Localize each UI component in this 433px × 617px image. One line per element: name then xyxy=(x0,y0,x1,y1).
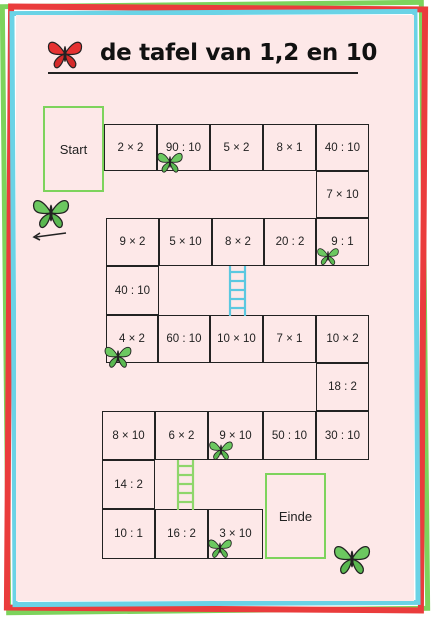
butterfly-green-icon xyxy=(104,346,132,368)
butterfly-green-icon xyxy=(333,546,371,575)
board-cell: 9 × 2 xyxy=(106,218,159,266)
butterfly-red-icon xyxy=(47,41,83,69)
board-cell: 6 × 2 xyxy=(155,411,208,460)
butterfly-green-icon xyxy=(208,539,232,558)
board-cell: 40 : 10 xyxy=(316,124,369,171)
title-underline xyxy=(48,72,358,74)
board-cell: 10 × 10 xyxy=(210,315,263,363)
board-cell: 40 : 10 xyxy=(106,266,159,315)
end-box: Einde xyxy=(265,473,326,559)
page-title: de tafel van 1,2 en 10 xyxy=(100,40,378,66)
ladder-icon xyxy=(176,460,195,510)
butterfly-green-icon xyxy=(317,248,339,265)
board-cell: 90 : 10 xyxy=(157,124,210,171)
board-cell: 10 × 2 xyxy=(316,315,369,363)
board-cell: 8 × 2 xyxy=(212,218,264,266)
start-box: Start xyxy=(43,106,104,192)
arrow-left-icon xyxy=(32,232,67,241)
butterfly-green-icon xyxy=(209,441,233,460)
board-cell: 7 × 1 xyxy=(263,315,316,363)
board-cell: 8 × 1 xyxy=(263,124,316,171)
butterfly-green-icon xyxy=(157,152,183,173)
board-cell: 3 × 10 xyxy=(208,509,263,559)
board-cell: 2 × 2 xyxy=(104,124,157,171)
butterfly-green-icon xyxy=(32,200,70,229)
board-cell: 5 × 2 xyxy=(210,124,263,171)
board-cell: 10 : 1 xyxy=(102,509,155,559)
board-cell: 30 : 10 xyxy=(316,411,369,460)
board-cell: 50 : 10 xyxy=(263,411,316,460)
board-cell: 18 : 2 xyxy=(316,363,369,411)
board-cell: 16 : 2 xyxy=(155,509,208,559)
board-cell: 14 : 2 xyxy=(102,460,155,509)
board-cell: 60 : 10 xyxy=(158,315,210,363)
board-cell: 5 × 10 xyxy=(159,218,212,266)
board-cell: 8 × 10 xyxy=(102,411,155,460)
ladder-icon xyxy=(228,266,247,316)
board-cell: 7 × 10 xyxy=(316,171,369,218)
board-cell: 20 : 2 xyxy=(264,218,316,266)
